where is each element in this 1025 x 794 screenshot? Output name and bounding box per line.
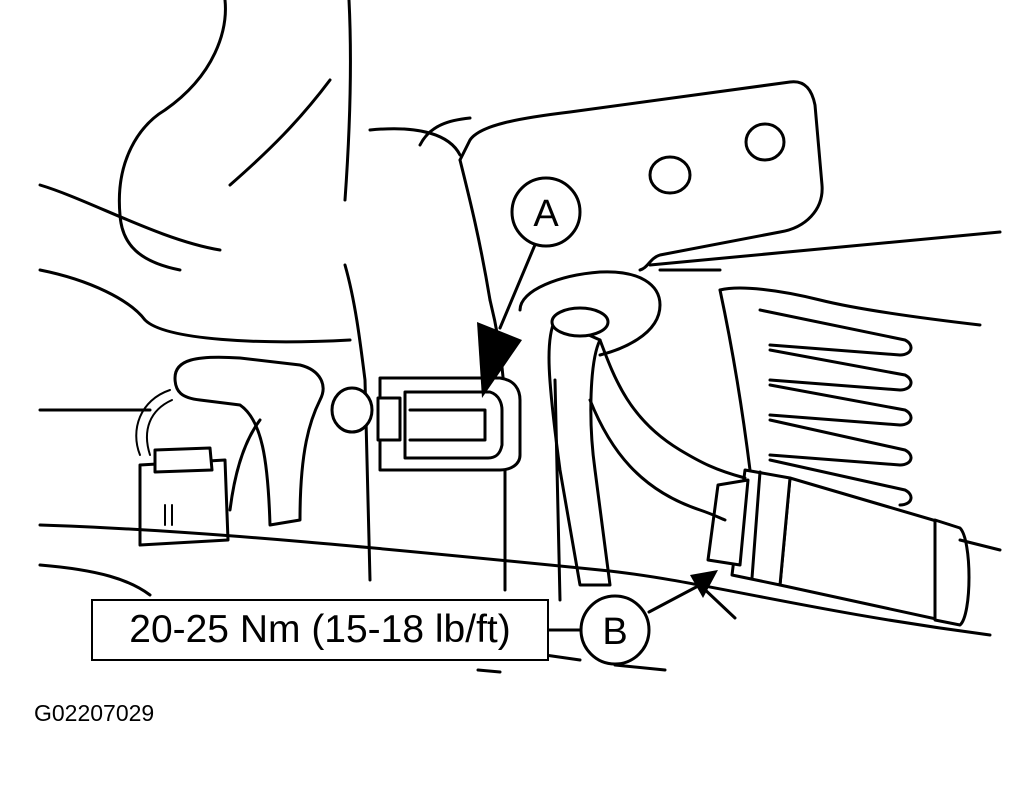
- callout-b-arrowhead: [690, 570, 718, 598]
- cooler-fins: [718, 286, 982, 507]
- frame-edge: [648, 230, 1002, 267]
- mounting-bracket: [418, 80, 824, 302]
- hose-clamp-a: [376, 376, 522, 472]
- callout-a-label: A: [533, 193, 559, 235]
- electrical-connector: [135, 389, 230, 547]
- bracket-hole: [744, 122, 786, 162]
- fitting-b: [706, 468, 1002, 627]
- callout-b-leader: [647, 583, 702, 614]
- torque-spec-text: 20-25 Nm (15-18 lb/ft): [129, 608, 511, 651]
- figure-id: G02207029: [34, 700, 155, 726]
- left-hose: [173, 355, 374, 527]
- upper-cover-outline: [38, 0, 462, 344]
- coolant-hose: [518, 270, 747, 587]
- callout-a-circle: [510, 176, 582, 248]
- callout-a-arrowhead: [477, 322, 522, 398]
- callout-b: B: [547, 570, 718, 666]
- bracket-hole: [648, 155, 692, 195]
- torque-spec-box: 20-25 Nm (15-18 lb/ft): [91, 599, 549, 661]
- callout-a-leader: [498, 238, 539, 330]
- callout-b-circle: [579, 594, 651, 666]
- callout-a: A: [477, 176, 582, 398]
- callout-b-label: B: [602, 611, 627, 653]
